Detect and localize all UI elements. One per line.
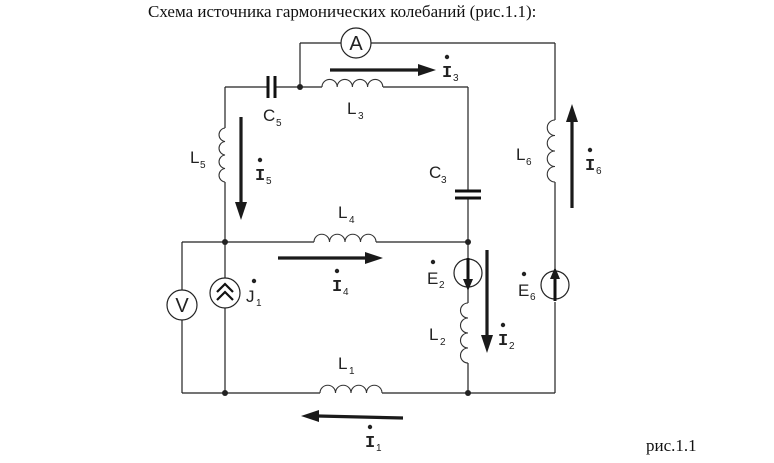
svg-text:1: 1	[376, 443, 382, 454]
svg-text:L: L	[190, 148, 199, 167]
svg-text:E: E	[518, 281, 529, 300]
svg-text:L: L	[516, 145, 525, 164]
inductor-l1	[319, 384, 383, 394]
svg-text:L: L	[338, 203, 347, 222]
svg-text:5: 5	[200, 160, 206, 171]
inductor-l5	[218, 127, 226, 183]
svg-text:4: 4	[349, 215, 355, 226]
inductor-l3	[321, 78, 384, 88]
arrow-i6	[566, 104, 578, 208]
svg-text:L: L	[429, 325, 438, 344]
svg-text:6: 6	[596, 166, 602, 177]
svg-text:I: I	[255, 167, 265, 186]
capacitor-c5	[266, 76, 277, 98]
svg-text:L: L	[338, 354, 347, 373]
node-bottom-left	[222, 390, 228, 396]
arrow-i5	[235, 117, 247, 220]
voltage-source-e6	[540, 267, 570, 301]
ammeter-label: A	[349, 33, 363, 55]
label-i6: I 6	[585, 147, 602, 177]
voltmeter: V	[166, 289, 198, 321]
voltmeter-label: V	[175, 295, 189, 317]
label-i3: I 3	[442, 54, 459, 84]
svg-text:3: 3	[453, 73, 459, 84]
voltage-source-e2	[453, 258, 483, 291]
inductor-l2	[460, 302, 469, 364]
svg-text:2: 2	[509, 341, 515, 352]
node-middle-right	[465, 239, 471, 245]
svg-text:3: 3	[358, 111, 364, 122]
svg-text:1: 1	[349, 366, 355, 377]
label-c5: C 5	[263, 106, 282, 129]
current-source-j1	[209, 277, 241, 309]
svg-text:I: I	[585, 157, 595, 176]
label-j1: J 1	[246, 278, 262, 309]
label-l5: L 5	[190, 148, 206, 171]
label-l2: L 2	[429, 325, 446, 348]
svg-text:2: 2	[439, 280, 445, 291]
label-l6: L 6	[516, 145, 532, 168]
svg-text:L: L	[347, 99, 356, 118]
ammeter: A	[340, 27, 372, 59]
label-i4: I 4	[332, 268, 349, 298]
diagram-caption: Схема источника гармонических колебаний …	[148, 2, 537, 21]
arrow-i2	[481, 250, 493, 353]
inductor-l6	[546, 119, 556, 183]
inductor-l4	[313, 233, 377, 243]
label-l1: L 1	[338, 354, 355, 377]
capacitor-c3	[455, 189, 481, 200]
svg-text:C: C	[263, 106, 275, 125]
svg-text:I: I	[498, 332, 508, 351]
svg-text:1: 1	[256, 298, 262, 309]
svg-text:I: I	[332, 278, 342, 297]
label-e6: E 6	[518, 271, 536, 303]
svg-text:6: 6	[526, 157, 532, 168]
svg-text:4: 4	[343, 287, 349, 298]
arrow-i3	[330, 64, 436, 76]
label-l4: L 4	[338, 203, 355, 226]
svg-text:3: 3	[441, 175, 447, 186]
svg-text:I: I	[442, 64, 452, 83]
label-i2: I 2	[498, 322, 515, 352]
svg-text:J: J	[246, 287, 255, 306]
wire-ammeter-branch	[299, 42, 556, 120]
label-i1: I 1	[365, 424, 382, 454]
svg-text:6: 6	[530, 292, 536, 303]
svg-text:2: 2	[440, 337, 446, 348]
figure-label: рис.1.1	[646, 436, 697, 455]
label-c3: C 3	[429, 163, 447, 186]
label-e2: E 2	[427, 259, 445, 291]
svg-text:I: I	[365, 434, 375, 453]
svg-text:C: C	[429, 163, 441, 182]
arrow-i4	[278, 252, 383, 264]
svg-text:5: 5	[276, 118, 282, 129]
node-bottom-right	[465, 390, 471, 396]
svg-text:E: E	[427, 269, 438, 288]
label-i5: I 5	[255, 157, 272, 187]
arrow-i1	[301, 410, 404, 422]
svg-text:5: 5	[266, 176, 272, 187]
label-l3: L 3	[347, 99, 364, 122]
